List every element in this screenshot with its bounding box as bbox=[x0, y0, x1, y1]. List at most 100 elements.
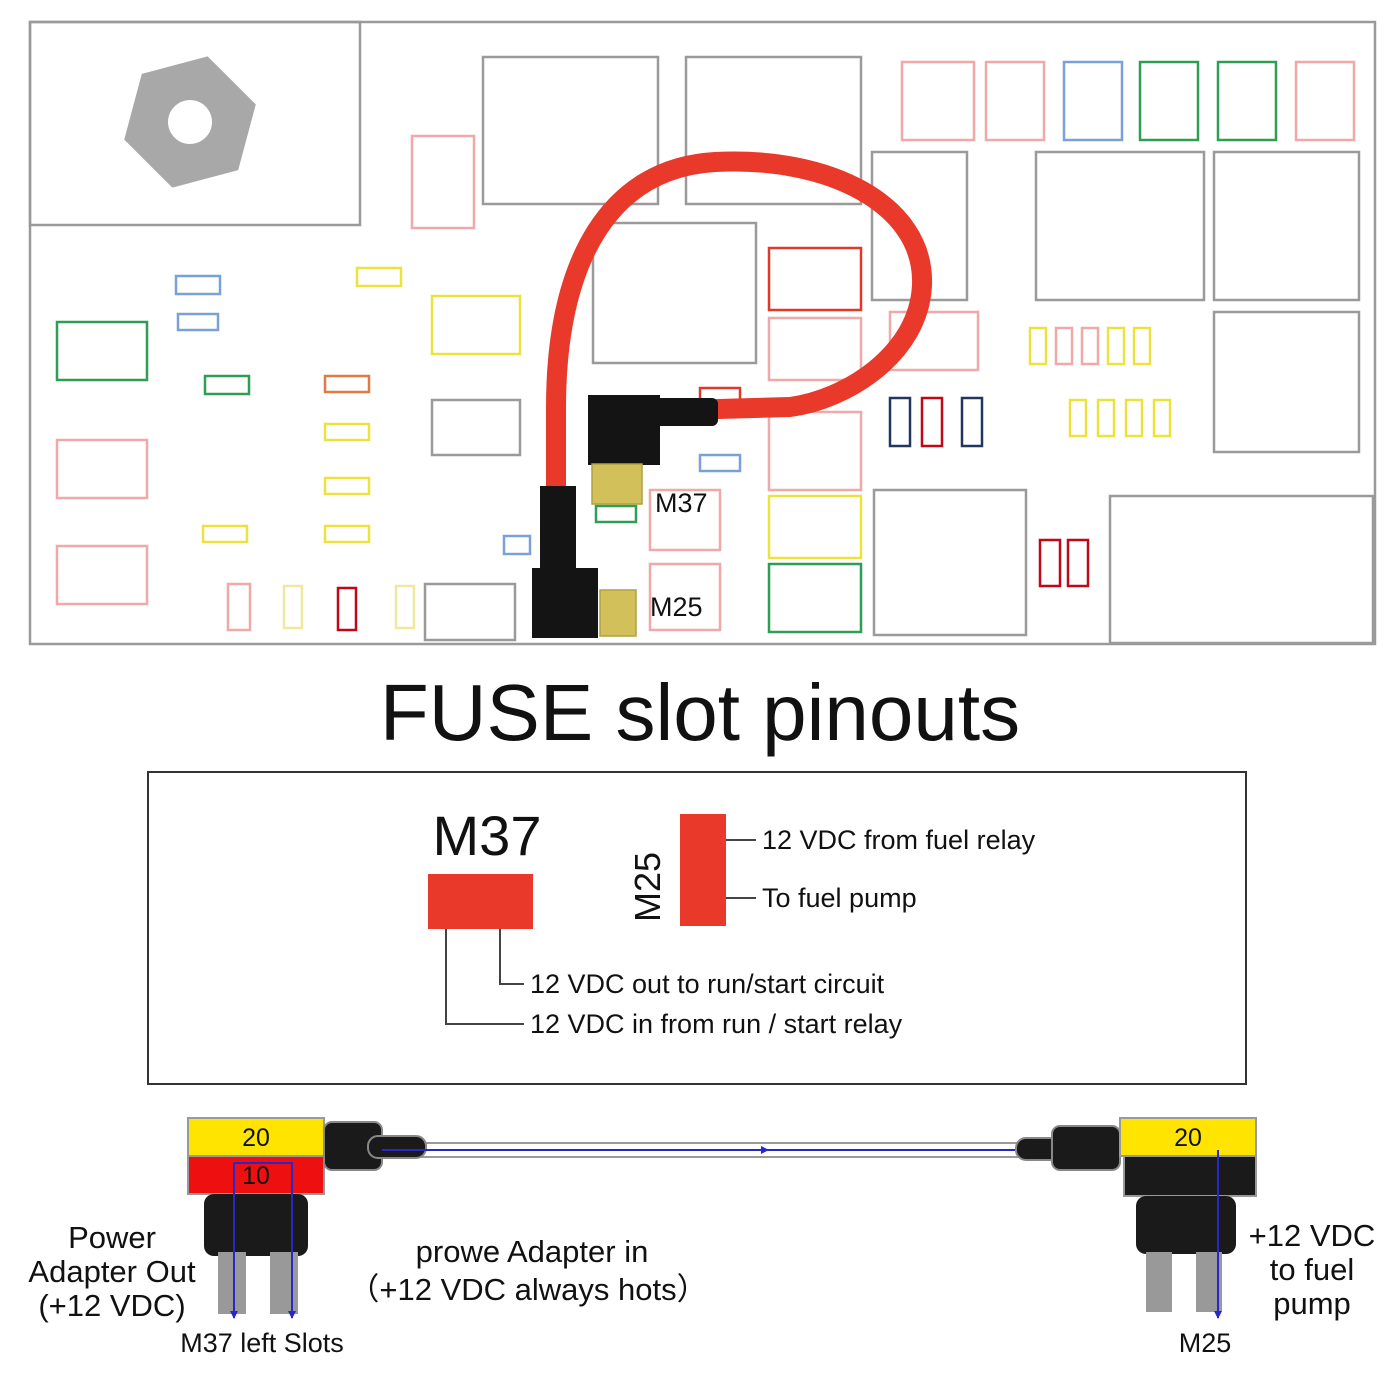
left-fuse-20 bbox=[187, 1117, 325, 1157]
fuse-slot bbox=[55, 544, 149, 606]
right-caption-line: pump bbox=[1273, 1286, 1351, 1321]
pinout-m25-heading: M25 bbox=[627, 852, 668, 922]
fuse-slot bbox=[176, 312, 220, 332]
right-prong bbox=[1146, 1252, 1172, 1312]
fuse-slot bbox=[1054, 326, 1074, 366]
fuse-slot bbox=[355, 266, 403, 288]
fuse-slot bbox=[1108, 494, 1375, 645]
left-caption: Power Adapter Out (+12 VDC) bbox=[28, 1220, 196, 1323]
fuse-slot bbox=[1294, 60, 1356, 142]
fuse-slot bbox=[1028, 326, 1048, 366]
right-fuse-20-value: 20 bbox=[1174, 1124, 1202, 1152]
fuse-slot bbox=[55, 320, 149, 382]
fuse-slot bbox=[920, 396, 944, 448]
fuse-slot bbox=[698, 453, 742, 473]
fuse-slot bbox=[767, 494, 863, 560]
pinout-m37-fuse bbox=[428, 874, 533, 929]
fuse-slot bbox=[201, 524, 249, 544]
m37-tap-fuse bbox=[591, 463, 643, 505]
fuse-slot bbox=[323, 476, 371, 496]
fusebox-outline bbox=[28, 20, 1377, 646]
fuse-slot bbox=[900, 60, 976, 142]
fuse-slot bbox=[1068, 398, 1088, 438]
fuse-slot bbox=[872, 488, 1028, 637]
fuse-slot bbox=[430, 398, 522, 457]
fuse-slot bbox=[174, 274, 222, 296]
label-to-fuel-pump: To fuel pump bbox=[762, 883, 917, 913]
fuse-slot bbox=[594, 504, 638, 524]
left-fuse-10-value: 10 bbox=[242, 1162, 270, 1190]
fuse-slot bbox=[394, 584, 416, 630]
fuse-slot bbox=[684, 55, 863, 206]
adapter-diagram: 20 10 20 Power A bbox=[28, 1117, 1376, 1358]
left-caption-line: Power bbox=[68, 1220, 156, 1255]
fuse-slot bbox=[410, 134, 476, 230]
fuse-slot bbox=[430, 294, 522, 356]
fuse-slot bbox=[1034, 150, 1206, 302]
fuse-slot bbox=[1096, 398, 1116, 438]
middle-caption-line: （+12 VDC always hots） bbox=[348, 1272, 707, 1307]
left-fuse-20-value: 20 bbox=[242, 1124, 270, 1152]
pinout-box: M37 M25 12 VDC from fuel relay To fuel p… bbox=[147, 771, 1247, 1085]
fuse-slot bbox=[226, 582, 252, 632]
pinout-m25-fuse bbox=[680, 814, 726, 926]
left-prong bbox=[270, 1252, 298, 1314]
fuse-slot bbox=[336, 586, 358, 632]
fuse-slot bbox=[282, 584, 304, 630]
fuse-slot bbox=[1216, 60, 1278, 142]
right-caption: +12 VDC to fuel pump bbox=[1249, 1218, 1376, 1321]
right-adapter: 20 bbox=[1015, 1117, 1257, 1319]
callout-line bbox=[499, 929, 524, 985]
middle-caption: prowe Adapter in （+12 VDC always hots） bbox=[348, 1234, 707, 1307]
fusebox-diagram: M37 M25 bbox=[28, 20, 1377, 646]
fuse-slot bbox=[960, 396, 984, 448]
fuse-slot bbox=[1106, 326, 1126, 366]
fuse-tap-m25: M25 bbox=[532, 486, 703, 638]
m25-slot-label: M25 bbox=[650, 592, 703, 622]
left-caption-line: Adapter Out bbox=[28, 1254, 196, 1289]
fuse-slot bbox=[323, 524, 371, 544]
fuse-slot bbox=[55, 438, 149, 500]
right-wire-crimp bbox=[1051, 1125, 1121, 1171]
red-wire bbox=[546, 151, 933, 502]
left-slots-label: M37 left Slots bbox=[180, 1328, 344, 1358]
page-title: FUSE slot pinouts bbox=[380, 668, 1020, 757]
fuse-tap-m37: M37 bbox=[588, 395, 718, 518]
label-out-run-start: 12 VDC out to run/start circuit bbox=[530, 969, 885, 999]
fuse-slot bbox=[767, 316, 863, 382]
fuse-slot bbox=[1212, 150, 1361, 302]
fuse-slot bbox=[984, 60, 1046, 142]
middle-caption-line: prowe Adapter in bbox=[416, 1234, 649, 1269]
fuse-slot bbox=[1212, 310, 1361, 454]
right-adapter-body bbox=[1136, 1196, 1236, 1254]
fuse-slot bbox=[648, 488, 722, 552]
pinout-m37-heading: M37 bbox=[433, 804, 542, 867]
fuse-slot bbox=[1038, 538, 1062, 588]
right-slot-label: M25 bbox=[1179, 1328, 1232, 1358]
left-caption-line: (+12 VDC) bbox=[38, 1288, 185, 1323]
fuse-slot bbox=[1152, 398, 1172, 438]
fuse-slot bbox=[323, 422, 371, 442]
fuse-slot bbox=[1066, 538, 1090, 588]
fuse-slot bbox=[1132, 326, 1152, 366]
fuse-slot bbox=[481, 55, 660, 206]
m37-slot-label: M37 bbox=[655, 488, 708, 518]
fuse-slot bbox=[767, 246, 863, 312]
nut-icon bbox=[124, 56, 256, 188]
fuse-slot bbox=[591, 221, 758, 365]
left-adapter: 20 10 bbox=[187, 1117, 427, 1319]
fuse-slot bbox=[1062, 60, 1124, 142]
fuse-slot bbox=[502, 534, 532, 556]
fuse-slot bbox=[423, 582, 517, 642]
fuse-slots bbox=[55, 55, 1375, 645]
fuse-slot bbox=[323, 374, 371, 394]
fuse-slot bbox=[888, 396, 912, 448]
right-caption-line: to fuel bbox=[1270, 1252, 1354, 1287]
left-pin-arrow bbox=[234, 1162, 296, 1319]
right-fuse-lower bbox=[1123, 1155, 1257, 1197]
right-caption-line: +12 VDC bbox=[1249, 1218, 1376, 1253]
fuse-slot bbox=[767, 562, 863, 634]
callout-line bbox=[445, 929, 524, 1025]
fuse-slot bbox=[888, 310, 980, 372]
